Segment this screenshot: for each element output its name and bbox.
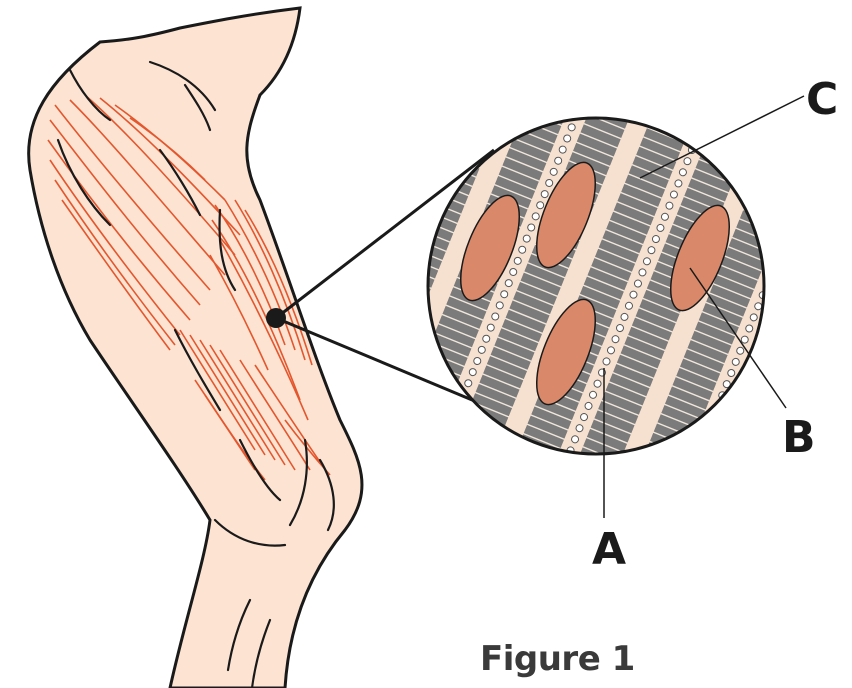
magnified-tissue-circle bbox=[338, 23, 852, 562]
label-a: A bbox=[592, 528, 626, 572]
label-c: C bbox=[806, 78, 838, 122]
location-dot bbox=[266, 308, 286, 328]
fiber-bands bbox=[338, 23, 852, 562]
figure-caption: Figure 1 bbox=[480, 642, 635, 676]
label-b: B bbox=[782, 416, 816, 460]
limb-illustration bbox=[29, 8, 362, 688]
